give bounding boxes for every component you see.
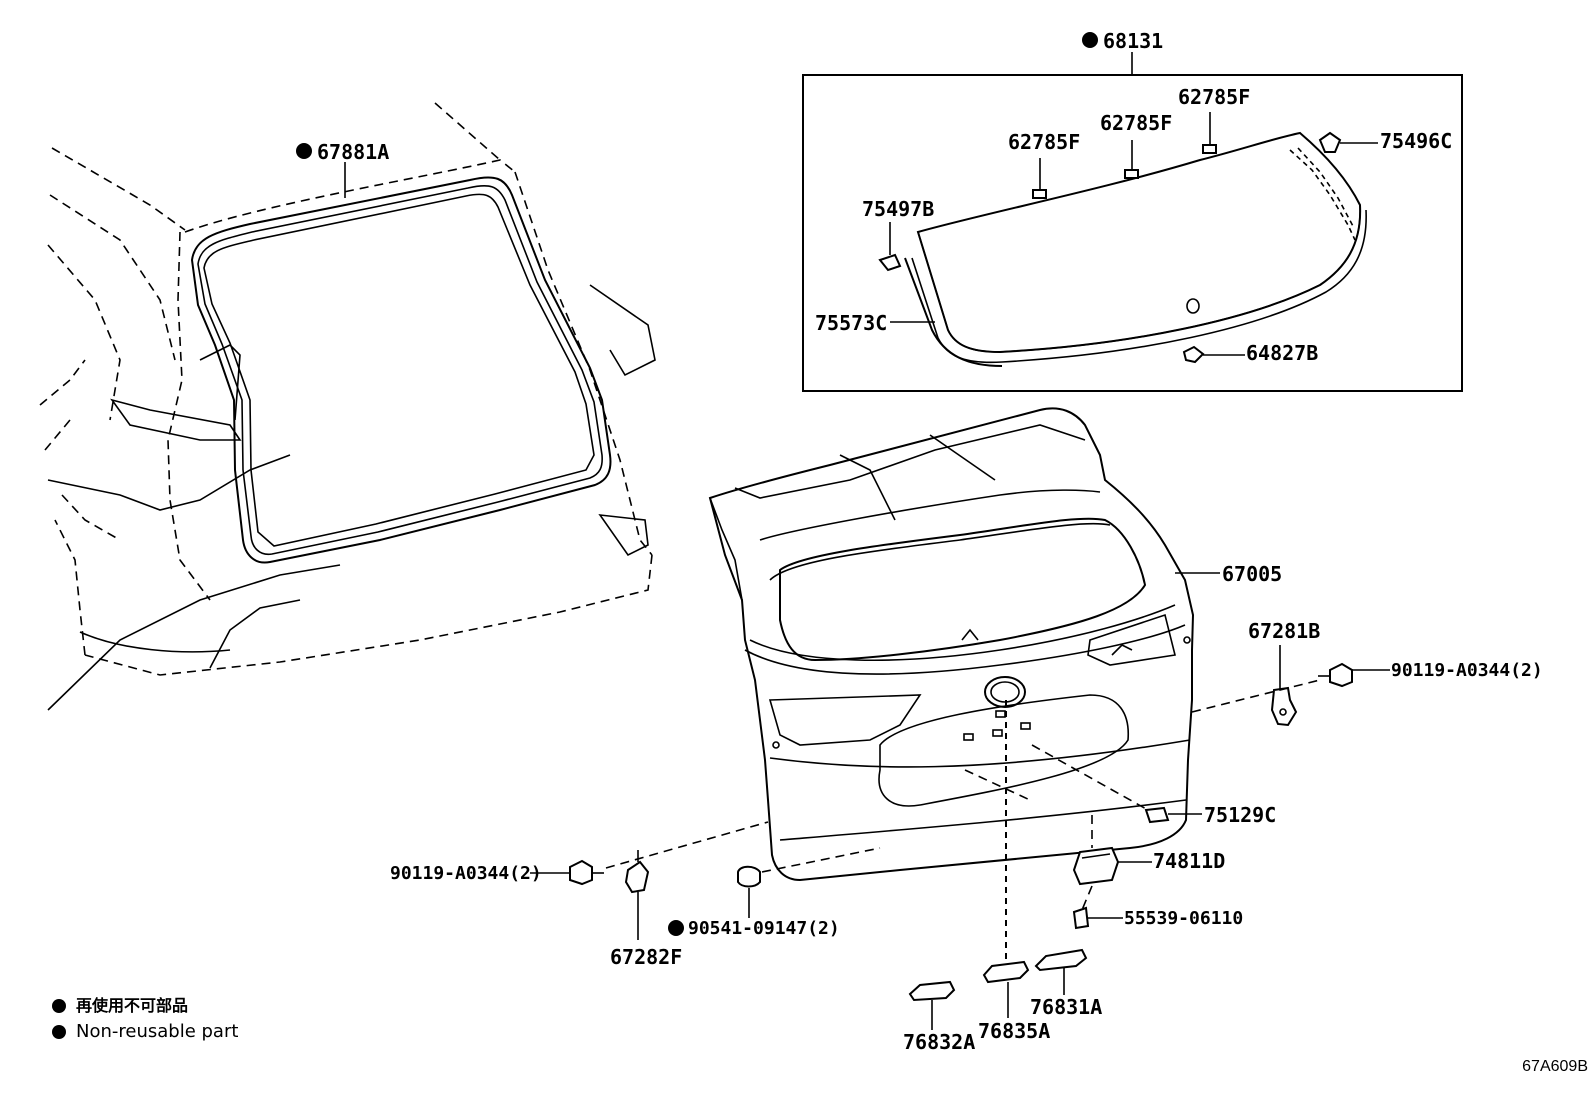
label-64827B: 64827B bbox=[1246, 341, 1318, 365]
legend: 再使用不可部品 Non-reusable part bbox=[52, 993, 238, 1045]
label-76831A: 76831A bbox=[1030, 995, 1102, 1019]
label-67881A: 67881A bbox=[317, 140, 389, 164]
label-62785F-c: 62785F bbox=[1178, 85, 1250, 109]
label-90541-09147: 90541-09147(2) bbox=[688, 918, 840, 939]
label-75496C: 75496C bbox=[1380, 129, 1452, 153]
label-90119-left: 90119-A0344(2) bbox=[390, 863, 542, 884]
clip-62785F-a bbox=[1032, 158, 1047, 199]
bolt-90541-09147 bbox=[737, 865, 761, 918]
label-74811D: 74811D bbox=[1153, 849, 1225, 873]
label-90119-right: 90119-A0344(2) bbox=[1391, 660, 1543, 681]
vehicle-body-outline bbox=[39, 102, 656, 711]
label-62785F-a: 62785F bbox=[1008, 130, 1080, 154]
back-door-glass bbox=[911, 131, 1367, 364]
retainer-64827B bbox=[1182, 345, 1245, 364]
label-67281B: 67281B bbox=[1248, 619, 1320, 643]
bolt-90119-left bbox=[530, 859, 604, 886]
label-75497B: 75497B bbox=[862, 197, 934, 221]
legend-text-english: Non-reusable part bbox=[76, 1021, 239, 1042]
legend-row-english: Non-reusable part bbox=[52, 1019, 238, 1045]
weatherstrip-67881A bbox=[190, 176, 612, 564]
legend-text-japanese: 再使用不可部品 bbox=[76, 996, 189, 1015]
diagram-code: 67A609B bbox=[1522, 1058, 1588, 1075]
light-76835A bbox=[982, 960, 1030, 1018]
legend-dot-icon bbox=[52, 999, 66, 1013]
emblem-75129C bbox=[1144, 806, 1202, 824]
label-62785F-b: 62785F bbox=[1100, 111, 1172, 135]
switch-74811D bbox=[1072, 846, 1152, 886]
hinge-67281B bbox=[1270, 645, 1298, 727]
back-door-panel-67005 bbox=[708, 407, 1195, 882]
hinge-67282F bbox=[624, 850, 650, 940]
label-55539-06110: 55539-06110 bbox=[1124, 908, 1243, 929]
light-76831A bbox=[1034, 948, 1088, 995]
bolt-90119-right bbox=[1318, 662, 1390, 688]
retainer-75497B bbox=[878, 222, 902, 272]
legend-row-japanese: 再使用不可部品 bbox=[52, 993, 238, 1019]
non-reusable-marker-67881A bbox=[296, 143, 312, 159]
label-76835A: 76835A bbox=[978, 1019, 1050, 1043]
label-75573C: 75573C bbox=[815, 311, 887, 335]
legend-dot-icon bbox=[52, 1025, 66, 1039]
label-67005: 67005 bbox=[1222, 562, 1282, 586]
clip-55539-06110 bbox=[1072, 906, 1123, 930]
non-reusable-marker-90541 bbox=[668, 920, 684, 936]
clip-62785F-b bbox=[1124, 140, 1139, 179]
molding-75573C bbox=[904, 257, 1003, 367]
label-68131: 68131 bbox=[1103, 29, 1163, 53]
label-75129C: 75129C bbox=[1204, 803, 1276, 827]
label-76832A: 76832A bbox=[903, 1030, 975, 1054]
label-67282F: 67282F bbox=[610, 945, 682, 969]
clip-62785F-c bbox=[1202, 112, 1217, 154]
light-76832A bbox=[908, 980, 956, 1030]
non-reusable-marker-68131 bbox=[1082, 32, 1098, 48]
retainer-75496C bbox=[1318, 131, 1378, 153]
